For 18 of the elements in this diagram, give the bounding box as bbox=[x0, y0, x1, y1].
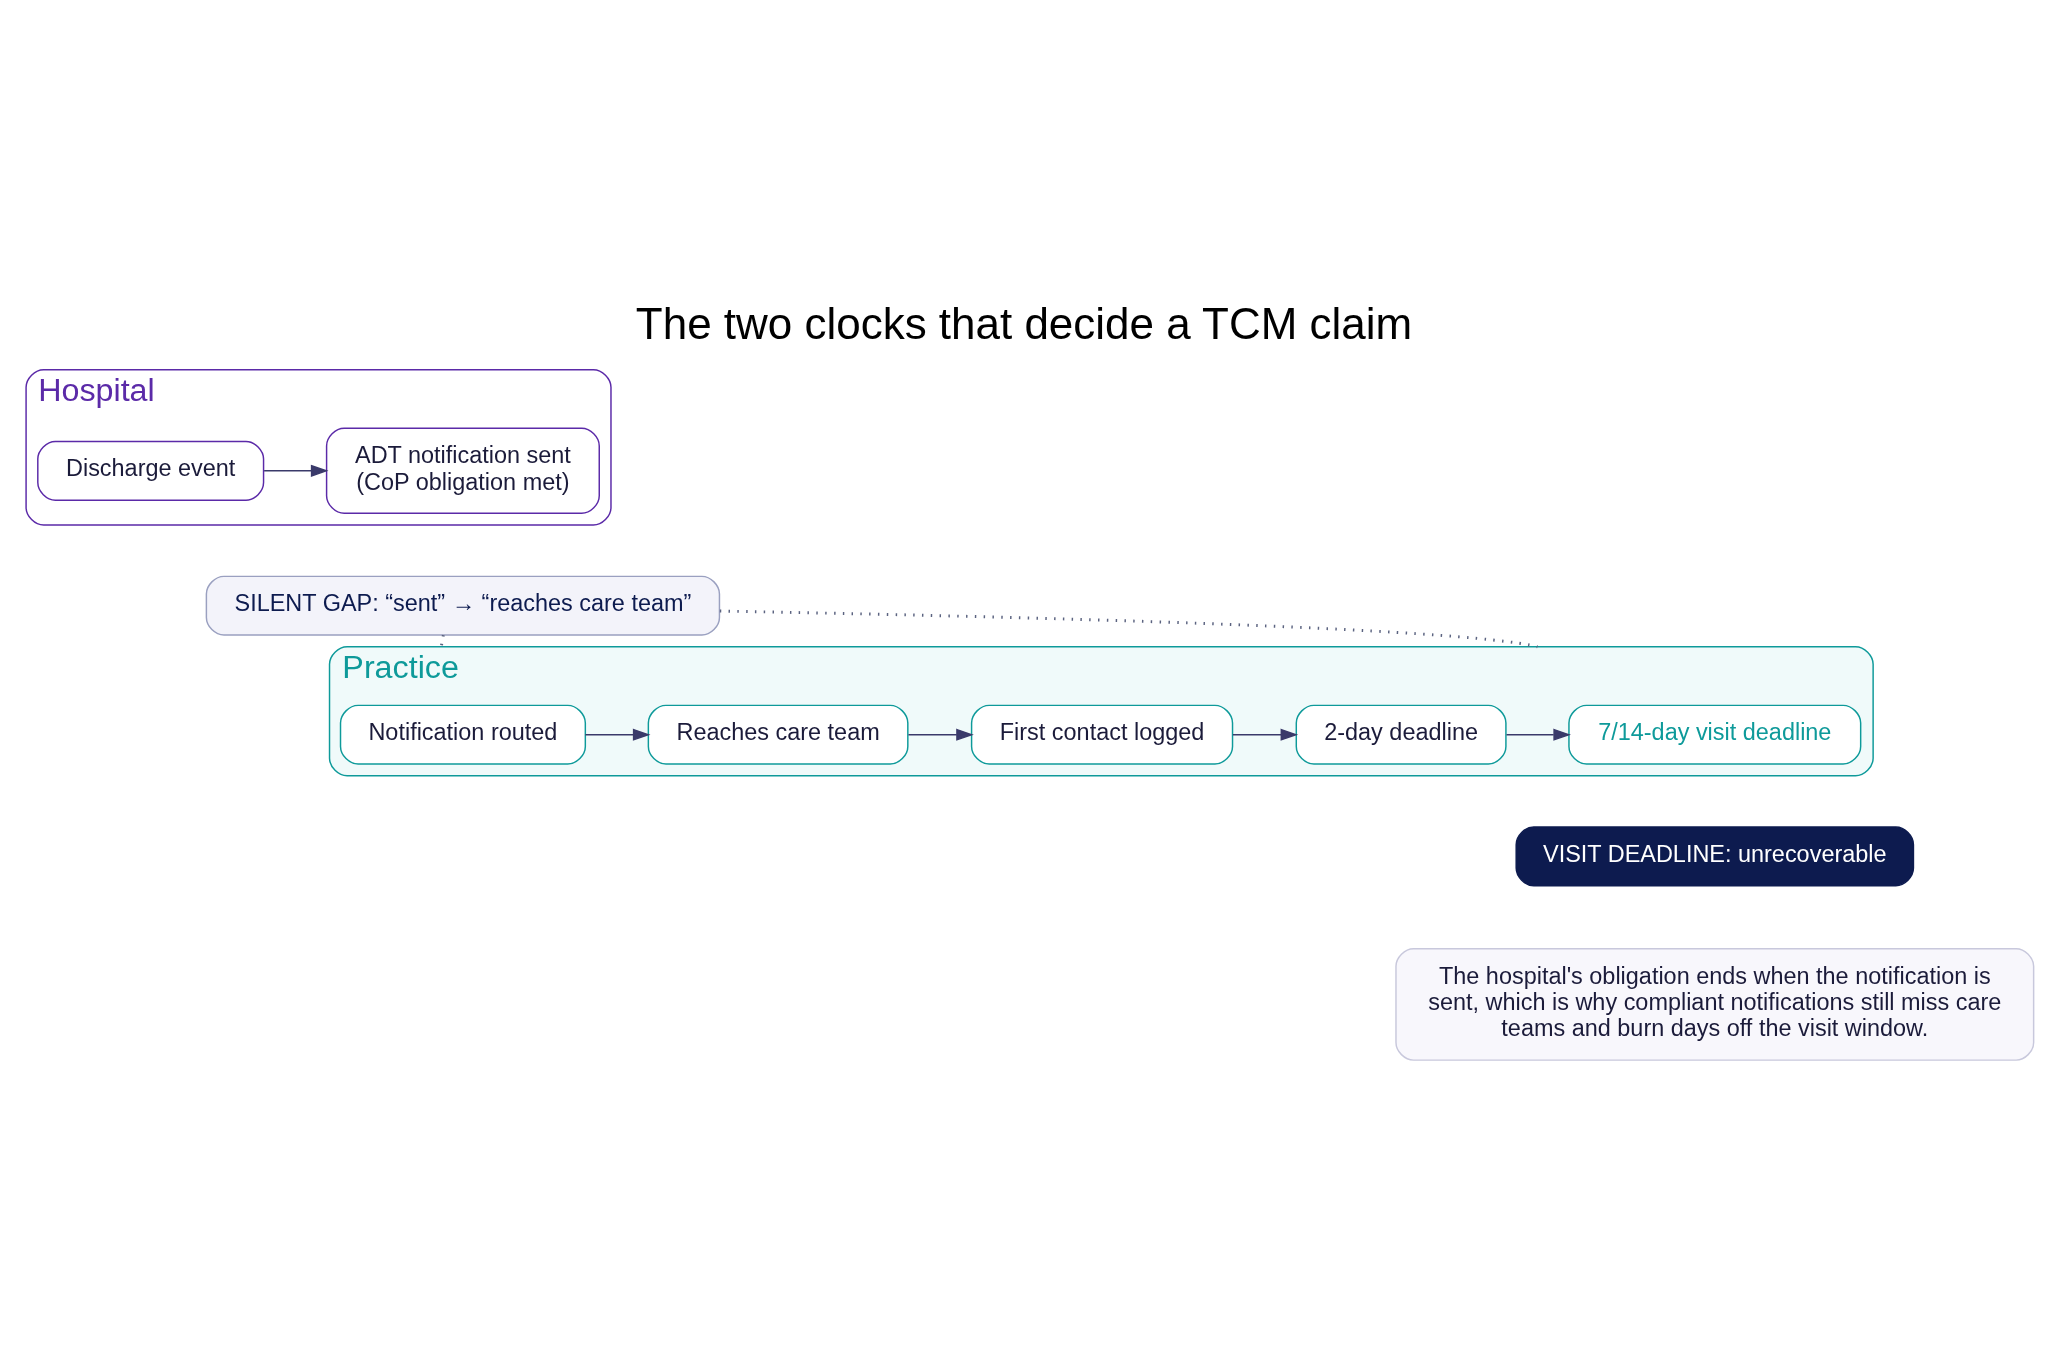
arrow bbox=[907, 728, 974, 741]
connector bbox=[439, 634, 445, 647]
arrow bbox=[1232, 728, 1299, 741]
node-box: Discharge event bbox=[37, 440, 265, 501]
arrow bbox=[584, 728, 651, 741]
node-box: VISIT DEADLINE: unrecoverable bbox=[1515, 825, 1915, 886]
node-box: 2-day deadline bbox=[1295, 704, 1507, 765]
arrow bbox=[1505, 728, 1571, 741]
arrow bbox=[263, 464, 329, 477]
node-box: The hospital's obligation ends when the notification is sent, which is why compliant notifications still miss care teams and burn days off the visit window. bbox=[1395, 947, 2035, 1061]
node-box: ADT notification sent (CoP obligation met) bbox=[325, 427, 600, 514]
node-box: First contact logged bbox=[970, 704, 1234, 765]
node-box: SILENT GAP: “sent” → “reaches care team” bbox=[205, 575, 721, 636]
connector bbox=[719, 609, 1538, 648]
diagram-title: The two clocks that decide a TCM claim bbox=[635, 298, 1413, 348]
node-box: Reaches care team bbox=[647, 704, 909, 765]
node-box: 7/14-day visit deadline bbox=[1568, 704, 1862, 765]
node-box: Notification routed bbox=[339, 704, 587, 765]
